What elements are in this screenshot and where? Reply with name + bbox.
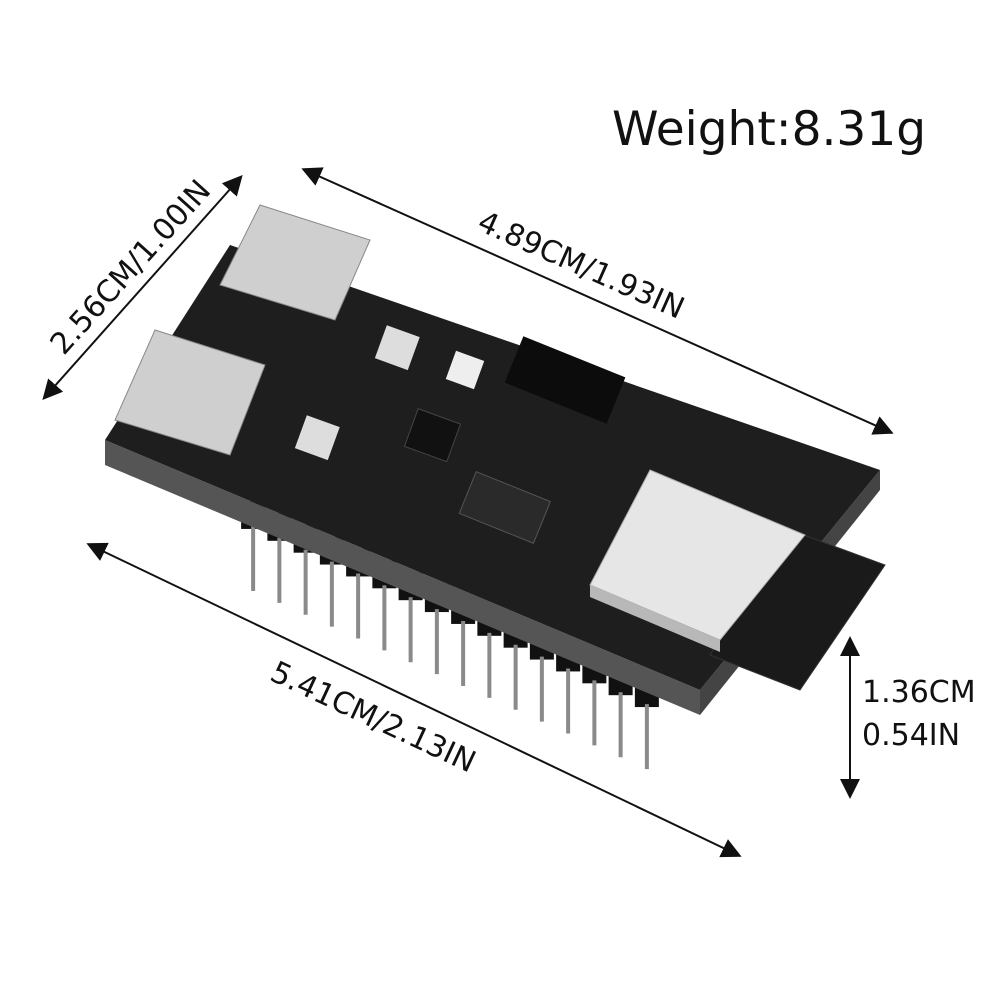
height-in-label: 0.54IN <box>862 718 961 753</box>
dimension-arrow-top <box>301 167 894 435</box>
voltage-regulator <box>458 470 551 544</box>
dimension-arrow-bottom <box>86 542 742 858</box>
dimension-arrow-left <box>42 175 243 400</box>
weight-label: Weight:8.31g <box>612 102 927 157</box>
height-cm-label: 1.36CM <box>862 675 976 710</box>
